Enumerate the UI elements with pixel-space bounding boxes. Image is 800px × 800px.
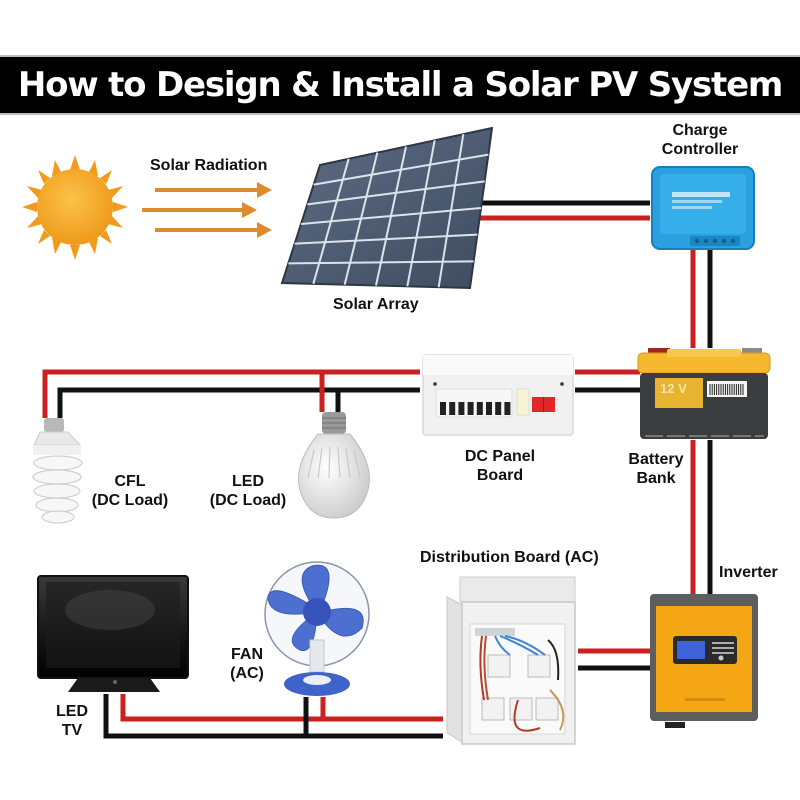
label-battery-line2: Bank — [636, 470, 676, 487]
breaker-switch — [495, 402, 502, 415]
radiation-arrows — [142, 182, 272, 238]
label-cfl-line1: CFL — [114, 473, 146, 490]
breaker-switch — [504, 402, 511, 415]
inverter-icon — [650, 594, 758, 728]
label-led-bulb: LED (DC Load) — [206, 472, 290, 510]
page-title: How to Design & Install a Solar PV Syste… — [17, 65, 784, 105]
label-charge-controller-line1: Charge — [672, 122, 728, 139]
panel-grid-line — [343, 152, 379, 285]
wire-dc-load-neg — [57, 387, 420, 418]
distribution-board-icon — [446, 576, 576, 745]
led-bulb-icon — [298, 412, 370, 519]
label-dc-panel-line1: DC Panel — [464, 448, 536, 465]
label-charge-controller: Charge Controller — [645, 121, 755, 159]
cfl-bulb-icon — [32, 418, 83, 524]
breaker-switch — [440, 402, 446, 415]
label-led-line2: (DC Load) — [209, 492, 287, 509]
wire-dc-load-pos — [42, 369, 420, 418]
wire-ac-load-pos — [120, 694, 443, 722]
wires — [42, 200, 713, 739]
panel-grid-line — [406, 140, 436, 287]
title-banner: How to Design & Install a Solar PV Syste… — [0, 55, 800, 115]
label-solar-array: Solar Array — [333, 296, 419, 313]
label-led-line1: LED — [232, 473, 264, 490]
label-cfl: CFL (DC Load) — [88, 472, 172, 510]
label-fan-line2: (AC) — [230, 665, 264, 682]
table-fan-icon — [264, 561, 370, 696]
breaker-switch — [449, 402, 456, 415]
label-led-tv: LED TV — [52, 702, 92, 740]
battery-icon — [637, 348, 771, 439]
breaker-switch — [476, 402, 483, 415]
panel-grid-line — [312, 158, 350, 285]
charge-controller-icon — [651, 166, 755, 250]
solar-panel-icon — [280, 126, 494, 290]
breaker-switch — [486, 402, 492, 415]
battery-voltage: 12 V — [660, 381, 687, 396]
label-tv-line1: LED — [56, 703, 88, 720]
label-charge-controller-line2: Controller — [661, 141, 739, 158]
dc-panel-board-icon — [422, 354, 574, 436]
panel-grid-line — [375, 146, 407, 286]
label-battery-bank: Battery Bank — [626, 450, 686, 488]
label-fan-line1: FAN — [231, 646, 263, 663]
label-inverter: Inverter — [719, 564, 778, 581]
label-distribution-board: Distribution Board (AC) — [420, 549, 599, 566]
label-fan: FAN (AC) — [222, 645, 272, 683]
label-tv-line2: TV — [61, 722, 83, 739]
label-solar-radiation: Solar Radiation — [150, 157, 268, 174]
label-dc-panel-board: DC Panel Board — [455, 447, 545, 485]
label-cfl-line2: (DC Load) — [91, 492, 169, 509]
label-battery-line1: Battery — [628, 451, 684, 468]
label-dc-panel-line2: Board — [476, 467, 524, 484]
panel-grid-line — [437, 134, 465, 288]
breaker-switch — [467, 402, 474, 415]
sun-icon — [22, 155, 128, 260]
wire-ac-load-neg — [103, 694, 443, 739]
breaker-switch — [458, 402, 465, 415]
led-tv-icon — [37, 575, 189, 692]
